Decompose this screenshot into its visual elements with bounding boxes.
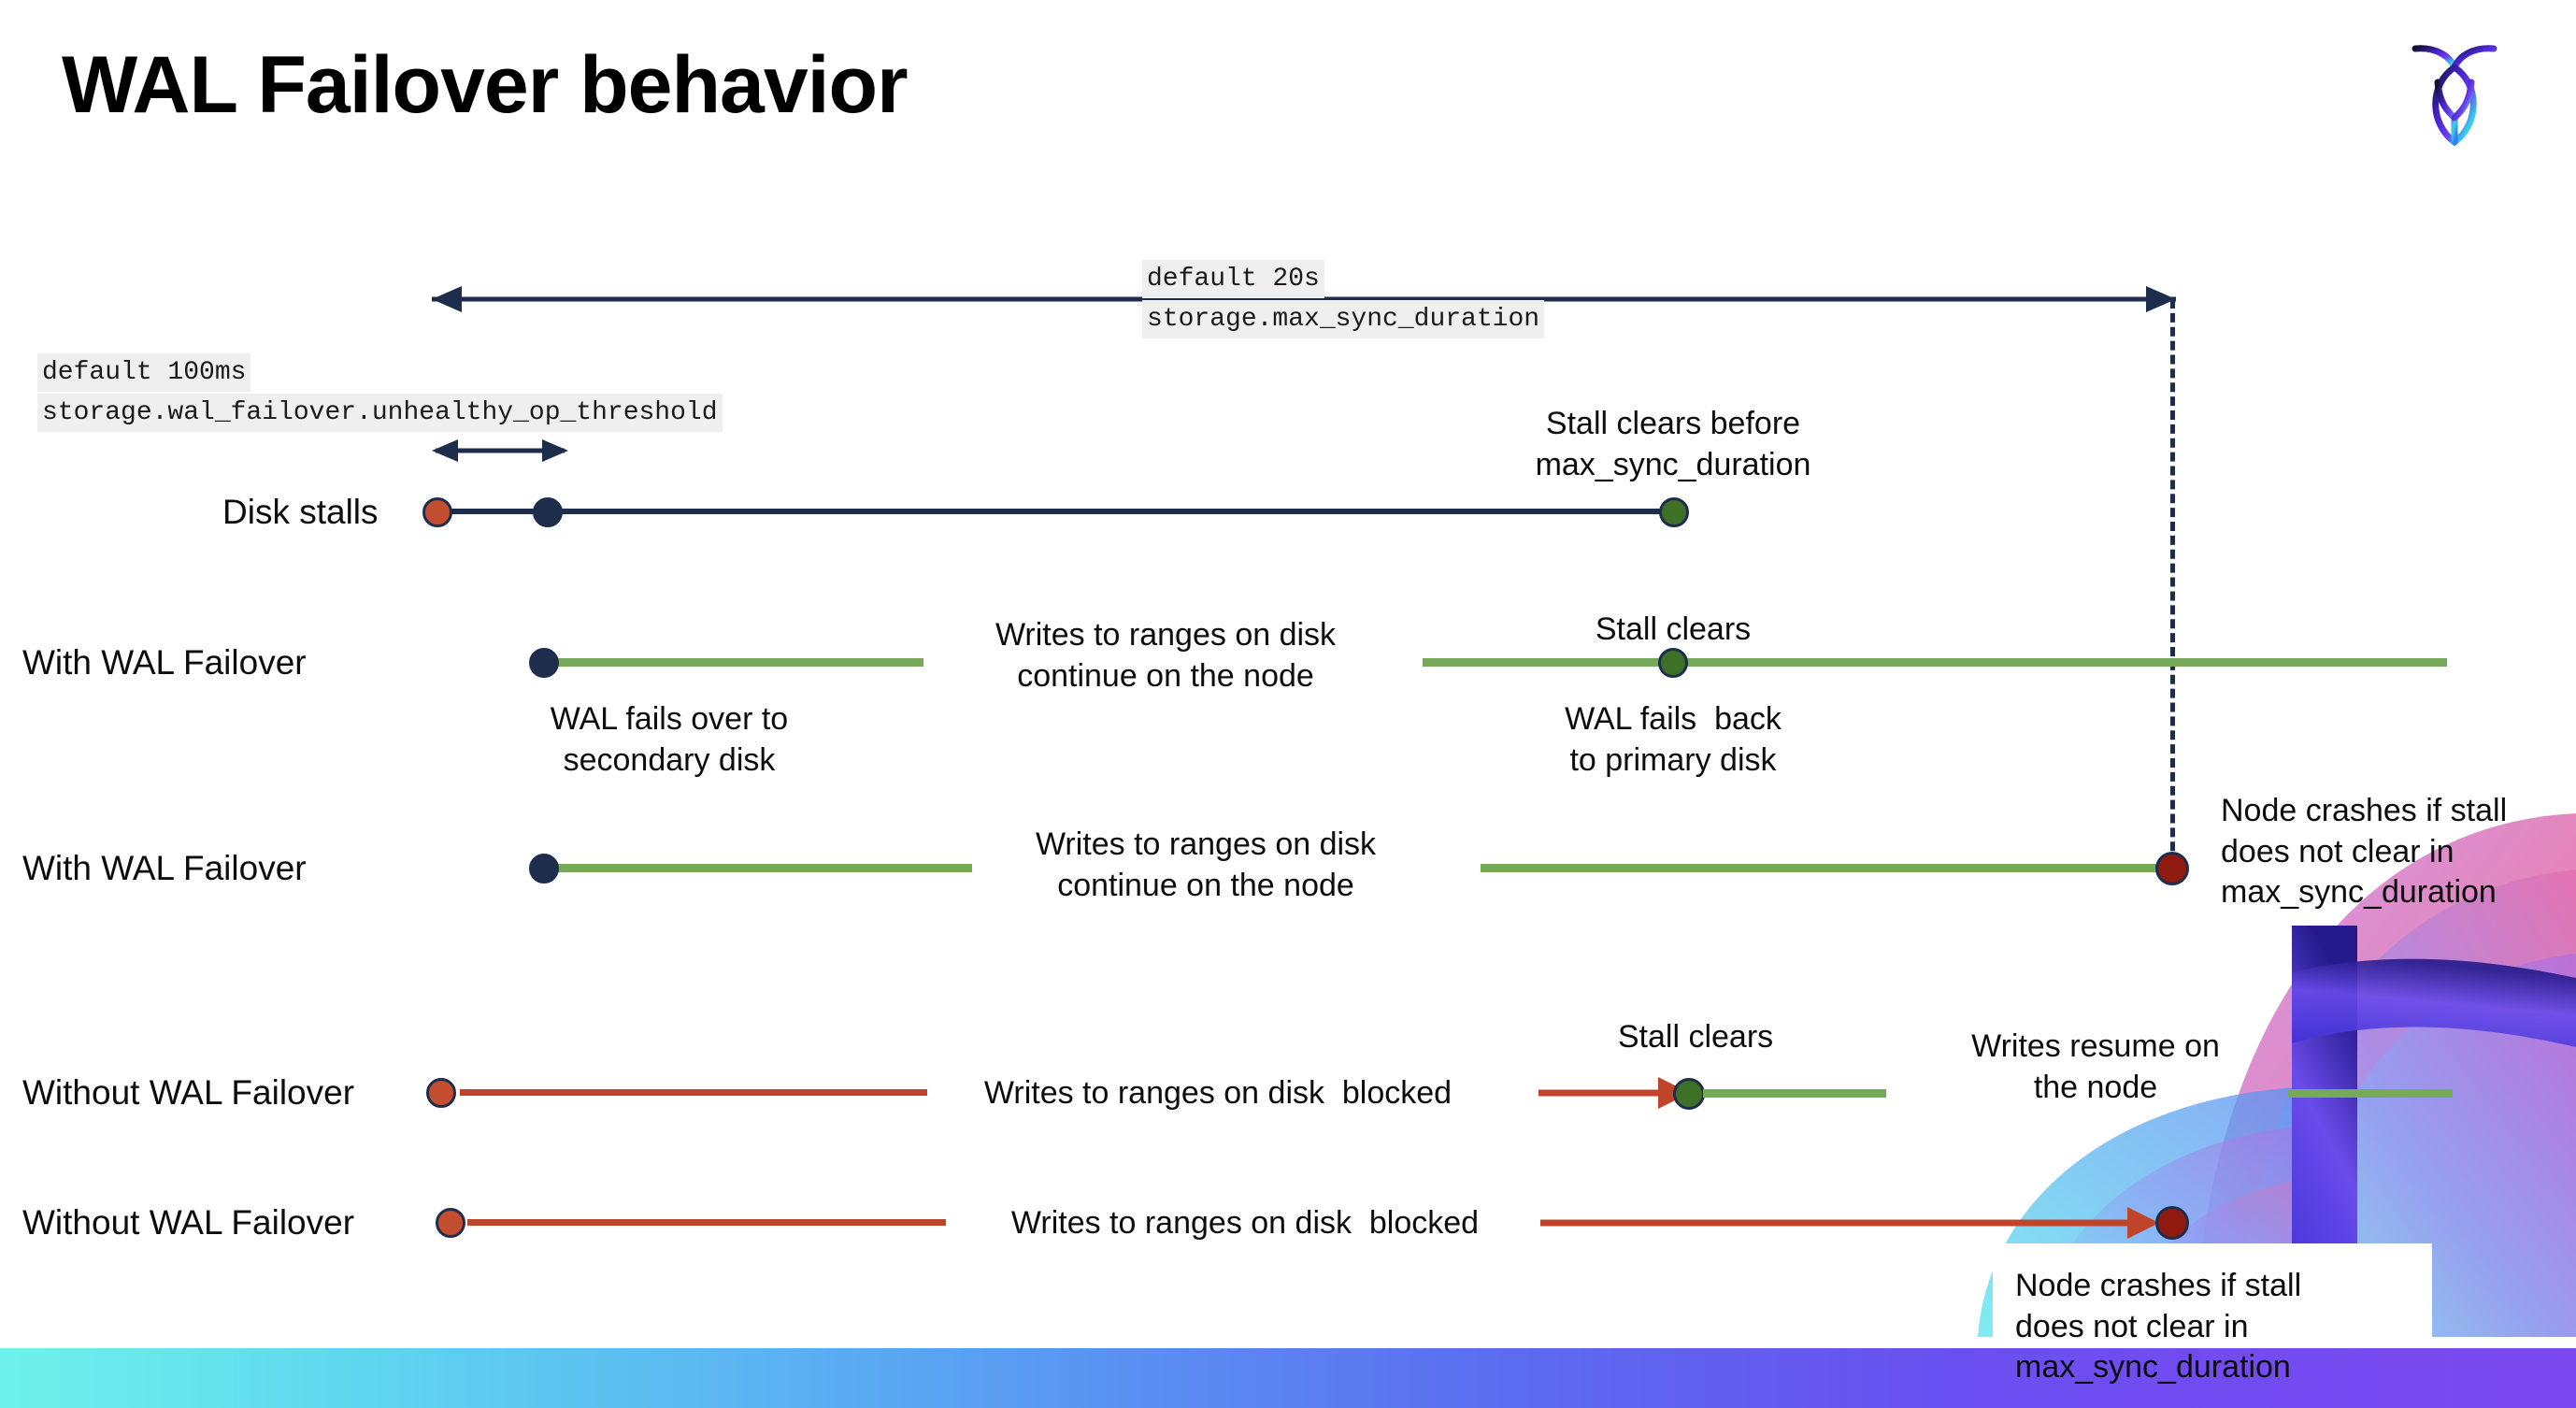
disk-stall-detect-marker: [533, 497, 563, 527]
annotation-stall-clears-before: Stall clears before max_sync_duration: [1535, 406, 1811, 482]
without-failover-1-stall-start-marker: [426, 1078, 456, 1108]
row-label-disk-stalls: Disk stalls: [222, 493, 379, 531]
disk-stalls-timeline: [449, 509, 1675, 514]
row-label-with-wal-failover-2: With WAL Failover: [22, 849, 307, 887]
without-failover-2-blocked-arrow: [1540, 1207, 2159, 1239]
unhealthy-default-label: default 100ms: [37, 353, 251, 392]
row-label-without-wal-failover-2: Without WAL Failover: [22, 1203, 355, 1242]
wal-failover-2-node-crash-marker: [2155, 852, 2189, 885]
max-sync-setting-label: storage.max_sync_duration: [1142, 300, 1545, 338]
annotation-node-crashes-bottom: Node crashes if stall does not clear in …: [2015, 1268, 2302, 1386]
max-sync-default-label: default 20s: [1142, 260, 1324, 298]
max-sync-duration-span-arrow: [432, 286, 2176, 312]
annotation-writes-continue-1: Writes to ranges on disk continue on the…: [995, 617, 1337, 694]
without-failover-2-node-crash-marker: [2155, 1206, 2189, 1240]
row-label-with-wal-failover-1: With WAL Failover: [22, 643, 307, 682]
wal-failover-1-segment-right: [1423, 658, 2447, 667]
max-sync-deadline-guide: [2170, 299, 2175, 879]
bottom-gradient-bar: [0, 1348, 2576, 1408]
annotation-node-crashes-top: Node crashes if stall does not clear in …: [2221, 793, 2508, 911]
annotation-wal-fails-back: WAL fails back to primary disk: [1565, 701, 1782, 778]
unhealthy-setting-label: storage.wal_failover.unhealthy_op_thresh…: [37, 394, 723, 432]
without-failover-1-blocked-segment: [460, 1089, 927, 1096]
annotation-writes-resume: Writes resume on the node: [1971, 1028, 2220, 1105]
wal-failover-2-failover-marker: [529, 854, 559, 884]
wal-failover-2-segment-right: [1481, 864, 2170, 872]
disk-stall-start-marker: [422, 497, 452, 527]
wal-failover-1-stall-clear-marker: [1658, 648, 1688, 678]
without-failover-2-blocked-segment-left: [467, 1219, 946, 1226]
annotation-wal-fails-over: WAL fails over to secondary disk: [550, 701, 789, 778]
unhealthy-op-threshold-arrow: [432, 439, 568, 462]
annotation-writes-continue-2: Writes to ranges on disk continue on the…: [1035, 826, 1377, 903]
page-title: WAL Failover behavior: [62, 40, 909, 130]
cockroachdb-logo-icon: [2398, 26, 2511, 157]
without-failover-1-resume-segment-b: [2288, 1089, 2453, 1098]
annotation-writes-blocked-2: Writes to ranges on disk blocked: [1010, 1205, 1480, 1241]
wal-failover-2-segment-left: [557, 864, 972, 872]
annotation-writes-blocked-1: Writes to ranges on disk blocked: [983, 1075, 1453, 1111]
wal-failover-1-segment-left: [557, 658, 923, 667]
annotation-stall-clears-2: Stall clears: [1617, 1019, 1774, 1055]
annotation-stall-clears-1: Stall clears: [1595, 611, 1752, 647]
row-label-without-wal-failover-1: Without WAL Failover: [22, 1073, 355, 1112]
without-failover-1-stall-clear-marker: [1673, 1078, 1705, 1110]
disk-stall-clear-marker: [1659, 497, 1689, 527]
without-failover-2-stall-start-marker: [436, 1208, 465, 1238]
without-failover-1-resume-segment-a: [1703, 1089, 1886, 1098]
wal-failover-1-failover-marker: [529, 648, 559, 678]
